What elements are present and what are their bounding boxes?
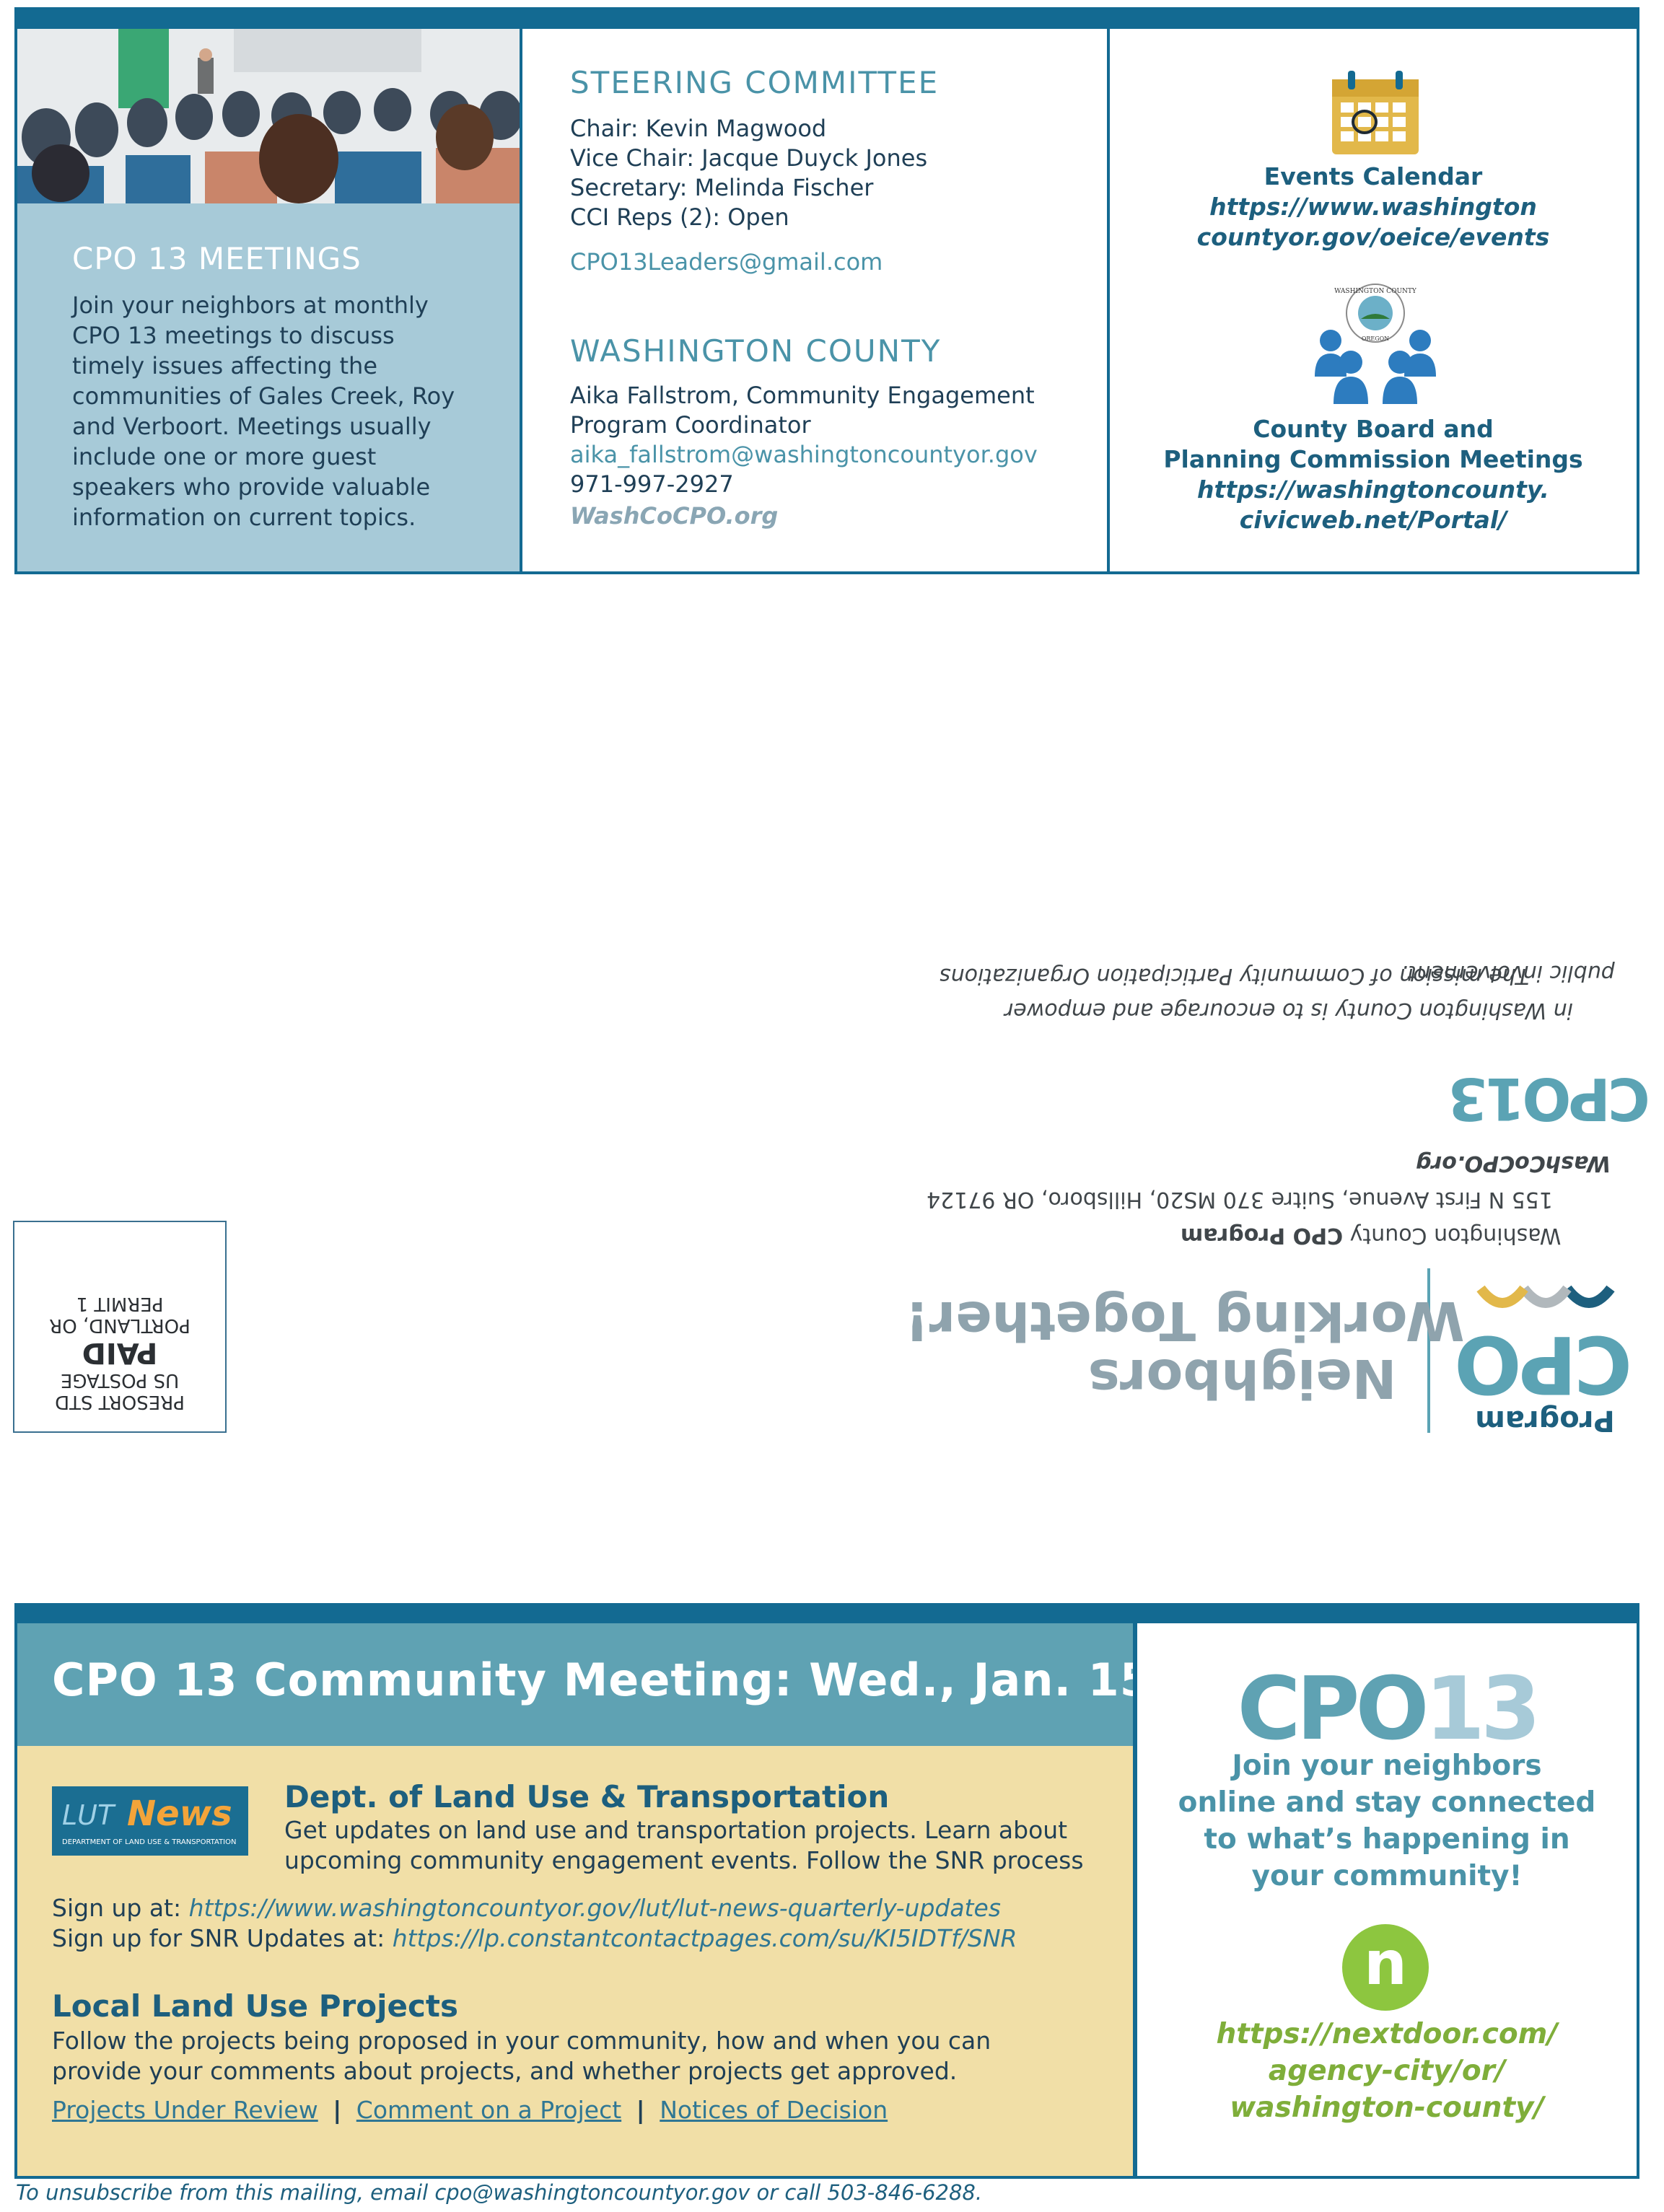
- snr-signup-url[interactable]: https://lp.constantcontactpages.com/su/K…: [392, 1924, 1017, 1952]
- join-neighbors-text: Join your neighbors online and stay conn…: [1178, 1750, 1596, 1892]
- postage-line5: PERMIT 1: [76, 1293, 164, 1315]
- bottom-bar: [14, 1603, 1639, 1623]
- tagline-working-together: Working Together!: [905, 1289, 1465, 1351]
- mission-line3: public involvement.: [1401, 960, 1615, 986]
- secretary-line: Secretary: Melinda Fischer: [570, 174, 874, 201]
- cpo-program-logo-inverted: Program CPO: [1457, 1264, 1632, 1437]
- projects-under-review-link[interactable]: Projects Under Review: [52, 2096, 318, 2124]
- coordinator-name: Aika Fallstrom, Community Engagement: [570, 382, 1035, 409]
- cpo13-wordmark-13: 13: [1424, 1659, 1541, 1760]
- steering-committee-title: STEERING COMMITTEE: [570, 65, 940, 100]
- meetings-description: Join your neighbors at monthly CPO 13 me…: [72, 291, 455, 531]
- cpo13-wordmark-cpo: CPO: [1237, 1659, 1429, 1760]
- postage-line1: PRESORT STD: [55, 1391, 185, 1413]
- return-site-inverted: WashCoCPO.org: [1416, 1151, 1611, 1176]
- tagline-neighbors: Neighbors: [1088, 1347, 1397, 1409]
- events-calendar-label: Events Calendar: [1264, 162, 1483, 190]
- events-url-line1[interactable]: https://www.washington: [1209, 193, 1537, 221]
- signup-line2: Sign up for SNR Updates at: https://lp.c…: [52, 1924, 1017, 1952]
- community-meeting-title: CPO 13 Community Meeting: Wed., Jan. 15: [52, 1654, 1152, 1706]
- lut-logo-lut: LUT: [62, 1799, 115, 1831]
- link-separator: |: [636, 2096, 645, 2124]
- calendar-icon: [1331, 69, 1420, 156]
- lut-news-logo: LUT News DEPARTMENT OF LAND USE & TRANSP…: [52, 1786, 248, 1856]
- lut-logo-news: News: [127, 1794, 232, 1834]
- seal-bottom-text: OREGON: [1362, 335, 1389, 342]
- local-line2: provide your comments about projects, an…: [52, 2057, 958, 2085]
- local-line1: Follow the projects being proposed in yo…: [52, 2027, 991, 2055]
- mission-line2: in Washington County is to encourage and…: [1004, 998, 1573, 1023]
- postage-line4: PORTLAND, OR: [49, 1315, 191, 1336]
- washington-county-title: WASHINGTON COUNTY: [570, 333, 942, 369]
- meeting-header-band: [17, 1623, 1133, 1746]
- column-divider: [520, 29, 522, 574]
- washcocpo-link[interactable]: WashCoCPO.org: [570, 502, 779, 530]
- cci-reps-line: CCI Reps (2): Open: [570, 203, 789, 231]
- postage-line2: US POSTAGE: [60, 1369, 180, 1391]
- meeting-audience-photo: [17, 29, 520, 203]
- meetings-panel: [17, 203, 520, 571]
- signup-line1: Sign up at: https://www.washingtoncounty…: [52, 1894, 1001, 1922]
- events-url-line2[interactable]: countyor.gov/oeice/events: [1196, 223, 1550, 251]
- bottom-panel-frame: [14, 1623, 1639, 2179]
- nextdoor-url[interactable]: https://nextdoor.com/ agency-city/or/ wa…: [1216, 2018, 1558, 2124]
- chair-line: Chair: Kevin Magwood: [570, 115, 827, 142]
- column-divider: [1107, 29, 1110, 574]
- county-people-icon: WASHINGTON COUNTY OREGON: [1309, 283, 1442, 413]
- bottom-divider: [1133, 1623, 1137, 2179]
- postage-indicia: PRESORT STD US POSTAGE PAID PORTLAND, OR…: [13, 1221, 227, 1433]
- coordinator-email-link[interactable]: aika_fallstrom@washingtoncountyor.gov: [570, 441, 1038, 468]
- board-label-line2: Planning Commission Meetings: [1163, 445, 1583, 473]
- dept-line1: Get updates on land use and transportati…: [284, 1816, 1068, 1844]
- meetings-title: CPO 13 MEETINGS: [72, 241, 362, 276]
- project-links-row: Projects Under Review | Comment on a Pro…: [52, 2095, 888, 2125]
- unsubscribe-email-link[interactable]: cpo@washingtoncountyor.gov: [434, 2180, 750, 2205]
- comment-on-project-link[interactable]: Comment on a Project: [356, 2096, 622, 2124]
- unsubscribe-note: To unsubscribe from this mailing, email …: [16, 2180, 983, 2205]
- nextdoor-icon-letter: n: [1364, 1928, 1407, 1998]
- board-url-line2[interactable]: civicweb.net/Portal/: [1239, 506, 1507, 534]
- vice-chair-line: Vice Chair: Jacque Duyck Jones: [570, 144, 928, 172]
- cpo13-wordmark: CPO13: [1137, 1659, 1637, 1760]
- return-org-inverted: Washington County CPO Program: [1181, 1223, 1562, 1248]
- seal-top-text: WASHINGTON COUNTY: [1334, 288, 1417, 295]
- local-projects-title: Local Land Use Projects: [52, 1988, 458, 2024]
- logo-divider: [1427, 1268, 1430, 1433]
- top-panel-frame: [14, 29, 1639, 574]
- link-separator: |: [333, 2096, 342, 2124]
- logo-cpo-text: CPO: [1457, 1318, 1632, 1410]
- coordinator-phone: 971-997-2927: [570, 470, 734, 498]
- dept-title: Dept. of Land Use & Transportation: [284, 1779, 890, 1814]
- notices-of-decision-link[interactable]: Notices of Decision: [660, 2096, 888, 2124]
- postage-line3: PAID: [82, 1336, 158, 1369]
- return-address-inverted: 155 N First Avenue, Suitre 370 MS20, Hil…: [927, 1187, 1553, 1212]
- steering-email-link[interactable]: CPO13Leaders@gmail.com: [570, 248, 883, 276]
- cpo13-wordmark-inverted: CPO13: [1450, 1065, 1650, 1132]
- board-url-line1[interactable]: https://washingtoncounty.: [1197, 475, 1549, 504]
- lut-news-url[interactable]: https://www.washingtoncountyor.gov/lut/l…: [188, 1894, 1001, 1922]
- dept-line2: upcoming community engagement events. Fo…: [284, 1846, 1084, 1874]
- top-bar: [14, 7, 1639, 29]
- nextdoor-icon[interactable]: n: [1342, 1924, 1429, 2011]
- board-label-line1: County Board and: [1253, 415, 1494, 443]
- coordinator-role: Program Coordinator: [570, 411, 811, 439]
- lut-logo-subtitle: DEPARTMENT OF LAND USE & TRANSPORTATION: [62, 1838, 237, 1846]
